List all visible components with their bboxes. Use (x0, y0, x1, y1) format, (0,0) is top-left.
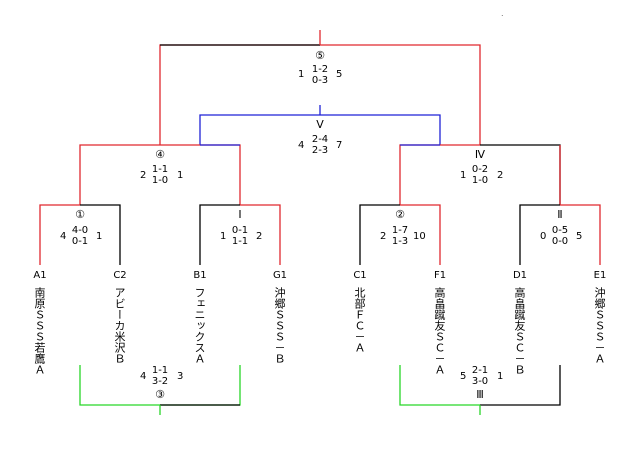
miii-half-1: 2-1 (471, 365, 489, 376)
final-right-line (320, 44, 481, 145)
match-label-iii: Ⅲ (476, 388, 484, 401)
final-half-2: 0-3 (311, 75, 329, 86)
m4-half-1: 1-1 (151, 164, 169, 175)
final-right-total: 5 (336, 69, 343, 80)
r1-m1-right (80, 204, 121, 265)
team-name-a1: 南原ＳＳＳ若鷹Ａ (33, 287, 46, 375)
match-label-iv: Ⅳ (474, 148, 486, 161)
match-label-4: ④ (155, 148, 165, 161)
m4-left-total: 2 (140, 170, 147, 181)
team-name-d1: 高畠蹴友ＳＣ－Ｂ (513, 287, 526, 375)
r1-m1-left (39, 204, 80, 265)
m2-right-total: 10 (413, 231, 426, 242)
r1-mII-right (560, 204, 601, 265)
m3-half-1: 1-1 (151, 365, 169, 376)
match-label-final: ⑤ (315, 49, 325, 62)
miv-half-1: 0-2 (471, 164, 489, 175)
match-label-ii: Ⅱ (557, 208, 563, 221)
m1-half-1: 4-0 (71, 225, 89, 236)
match-label-i: Ⅰ (238, 208, 242, 221)
team-code-c1: C1 (353, 270, 367, 281)
miii-left-total: 5 (460, 371, 467, 382)
mii-right-total: 5 (576, 231, 583, 242)
team-name-g1: 沖郷ＳＳＳ－Ｂ (273, 287, 286, 364)
mii-half-2: 0-0 (551, 236, 569, 247)
place-mIII-black (480, 365, 561, 406)
miii-half-2: 3-0 (471, 376, 489, 387)
m1-half-2: 0-1 (71, 236, 89, 247)
match-label-1: ① (75, 208, 85, 221)
mii-half-1: 0-5 (551, 225, 569, 236)
m3-right-total: 3 (177, 371, 184, 382)
team-name-e1: 沖郷ＳＳＳ－Ａ (593, 287, 606, 364)
mi-right-total: 2 (256, 231, 263, 242)
mii-left-total: 0 (540, 231, 547, 242)
r1-mII-left (519, 204, 560, 265)
match-label-3: ③ (155, 388, 165, 401)
team-code-a1: A1 (33, 270, 47, 281)
team-code-e1: E1 (593, 270, 607, 281)
r1-m2-right (400, 204, 441, 265)
semi-v-half-2: 2-3 (311, 145, 329, 156)
m2-half-1: 1-7 (391, 225, 409, 236)
miv-half-2: 1-0 (471, 175, 489, 186)
match-label-2: ② (395, 208, 405, 221)
sf-left-a (79, 144, 160, 205)
team-code-d1: D1 (512, 270, 528, 281)
m4-half-2: 1-0 (151, 175, 169, 186)
mi-half-1: 0-1 (231, 225, 249, 236)
mi-left-total: 1 (220, 231, 227, 242)
m4-right-total: 1 (177, 170, 184, 181)
m3-left-total: 4 (140, 371, 147, 382)
m1-left-total: 4 (60, 231, 67, 242)
match-label-semi-v: Ⅴ (316, 118, 324, 131)
miv-right-total: 2 (497, 170, 504, 181)
final-left-total: 1 (298, 69, 305, 80)
team-name-c2: アビーカ米沢Ｂ (113, 287, 126, 364)
team-code-c2: C2 (113, 270, 127, 281)
team-code-f1: F1 (433, 270, 447, 281)
corner-mark: . (501, 9, 504, 18)
semi-v-left-total: 4 (298, 140, 305, 151)
m2-left-total: 2 (380, 231, 387, 242)
semi-v-right-total: 7 (336, 140, 343, 151)
miv-left-total: 1 (460, 170, 467, 181)
semi-v-half-1: 2-4 (311, 134, 329, 145)
mi-half-2: 1-1 (231, 236, 249, 247)
final-half-1: 1-2 (311, 64, 329, 75)
team-name-b1: フェニックスＡ (193, 287, 206, 364)
r1-m2-left (359, 204, 400, 265)
team-code-b1: B1 (193, 270, 207, 281)
r1-mI-right (240, 204, 281, 265)
place-mIII-line (399, 365, 480, 406)
team-name-f1: 高畠蹴友ＳＣ－Ａ (433, 287, 446, 375)
m1-right-total: 1 (96, 231, 103, 242)
miii-right-total: 1 (497, 371, 504, 382)
m2-half-2: 1-3 (391, 236, 409, 247)
m3-half-2: 3-2 (151, 376, 169, 387)
r1-mI-left (199, 204, 240, 265)
team-name-c1: 北部ＦＣ－Ａ (353, 287, 366, 353)
team-code-g1: G1 (272, 270, 288, 281)
final-left-line (159, 44, 320, 145)
